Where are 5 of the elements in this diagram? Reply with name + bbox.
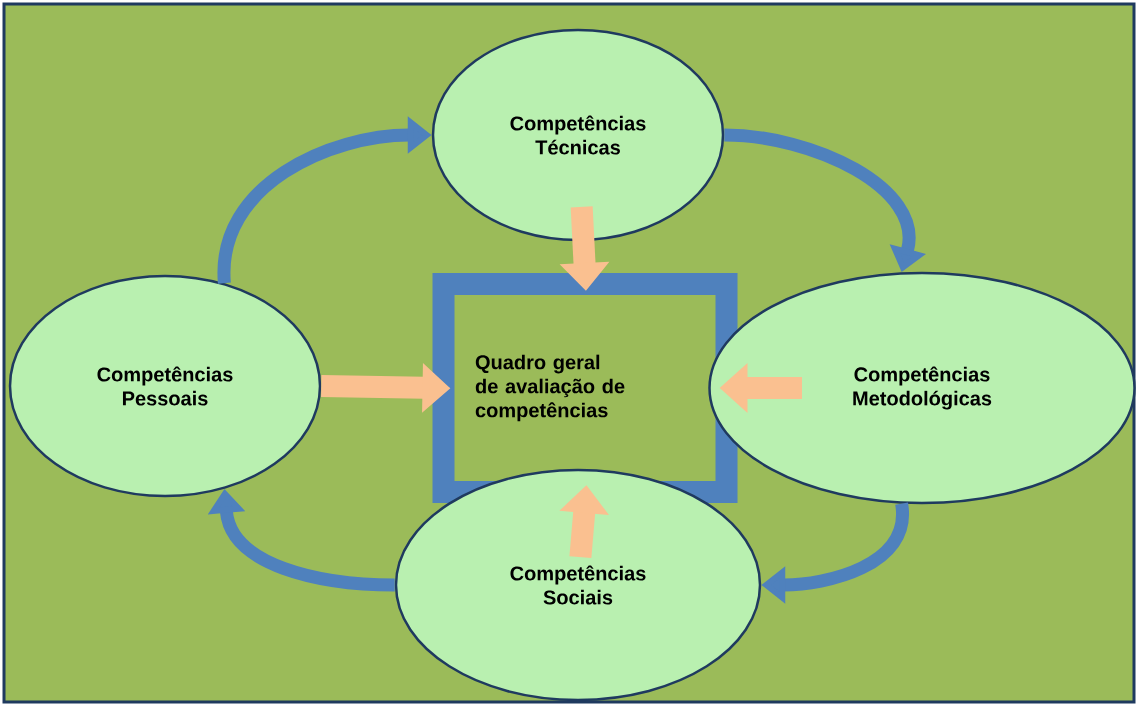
oval-node: Competências Metodológicas xyxy=(708,271,1136,505)
oval-node: Competências Pessoais xyxy=(8,274,322,498)
oval-node: Competências Sociais xyxy=(394,468,762,702)
framed-box: Quadro geral de avaliação de competências xyxy=(432,273,738,503)
oval-node: Competências Técnicas xyxy=(431,28,725,242)
